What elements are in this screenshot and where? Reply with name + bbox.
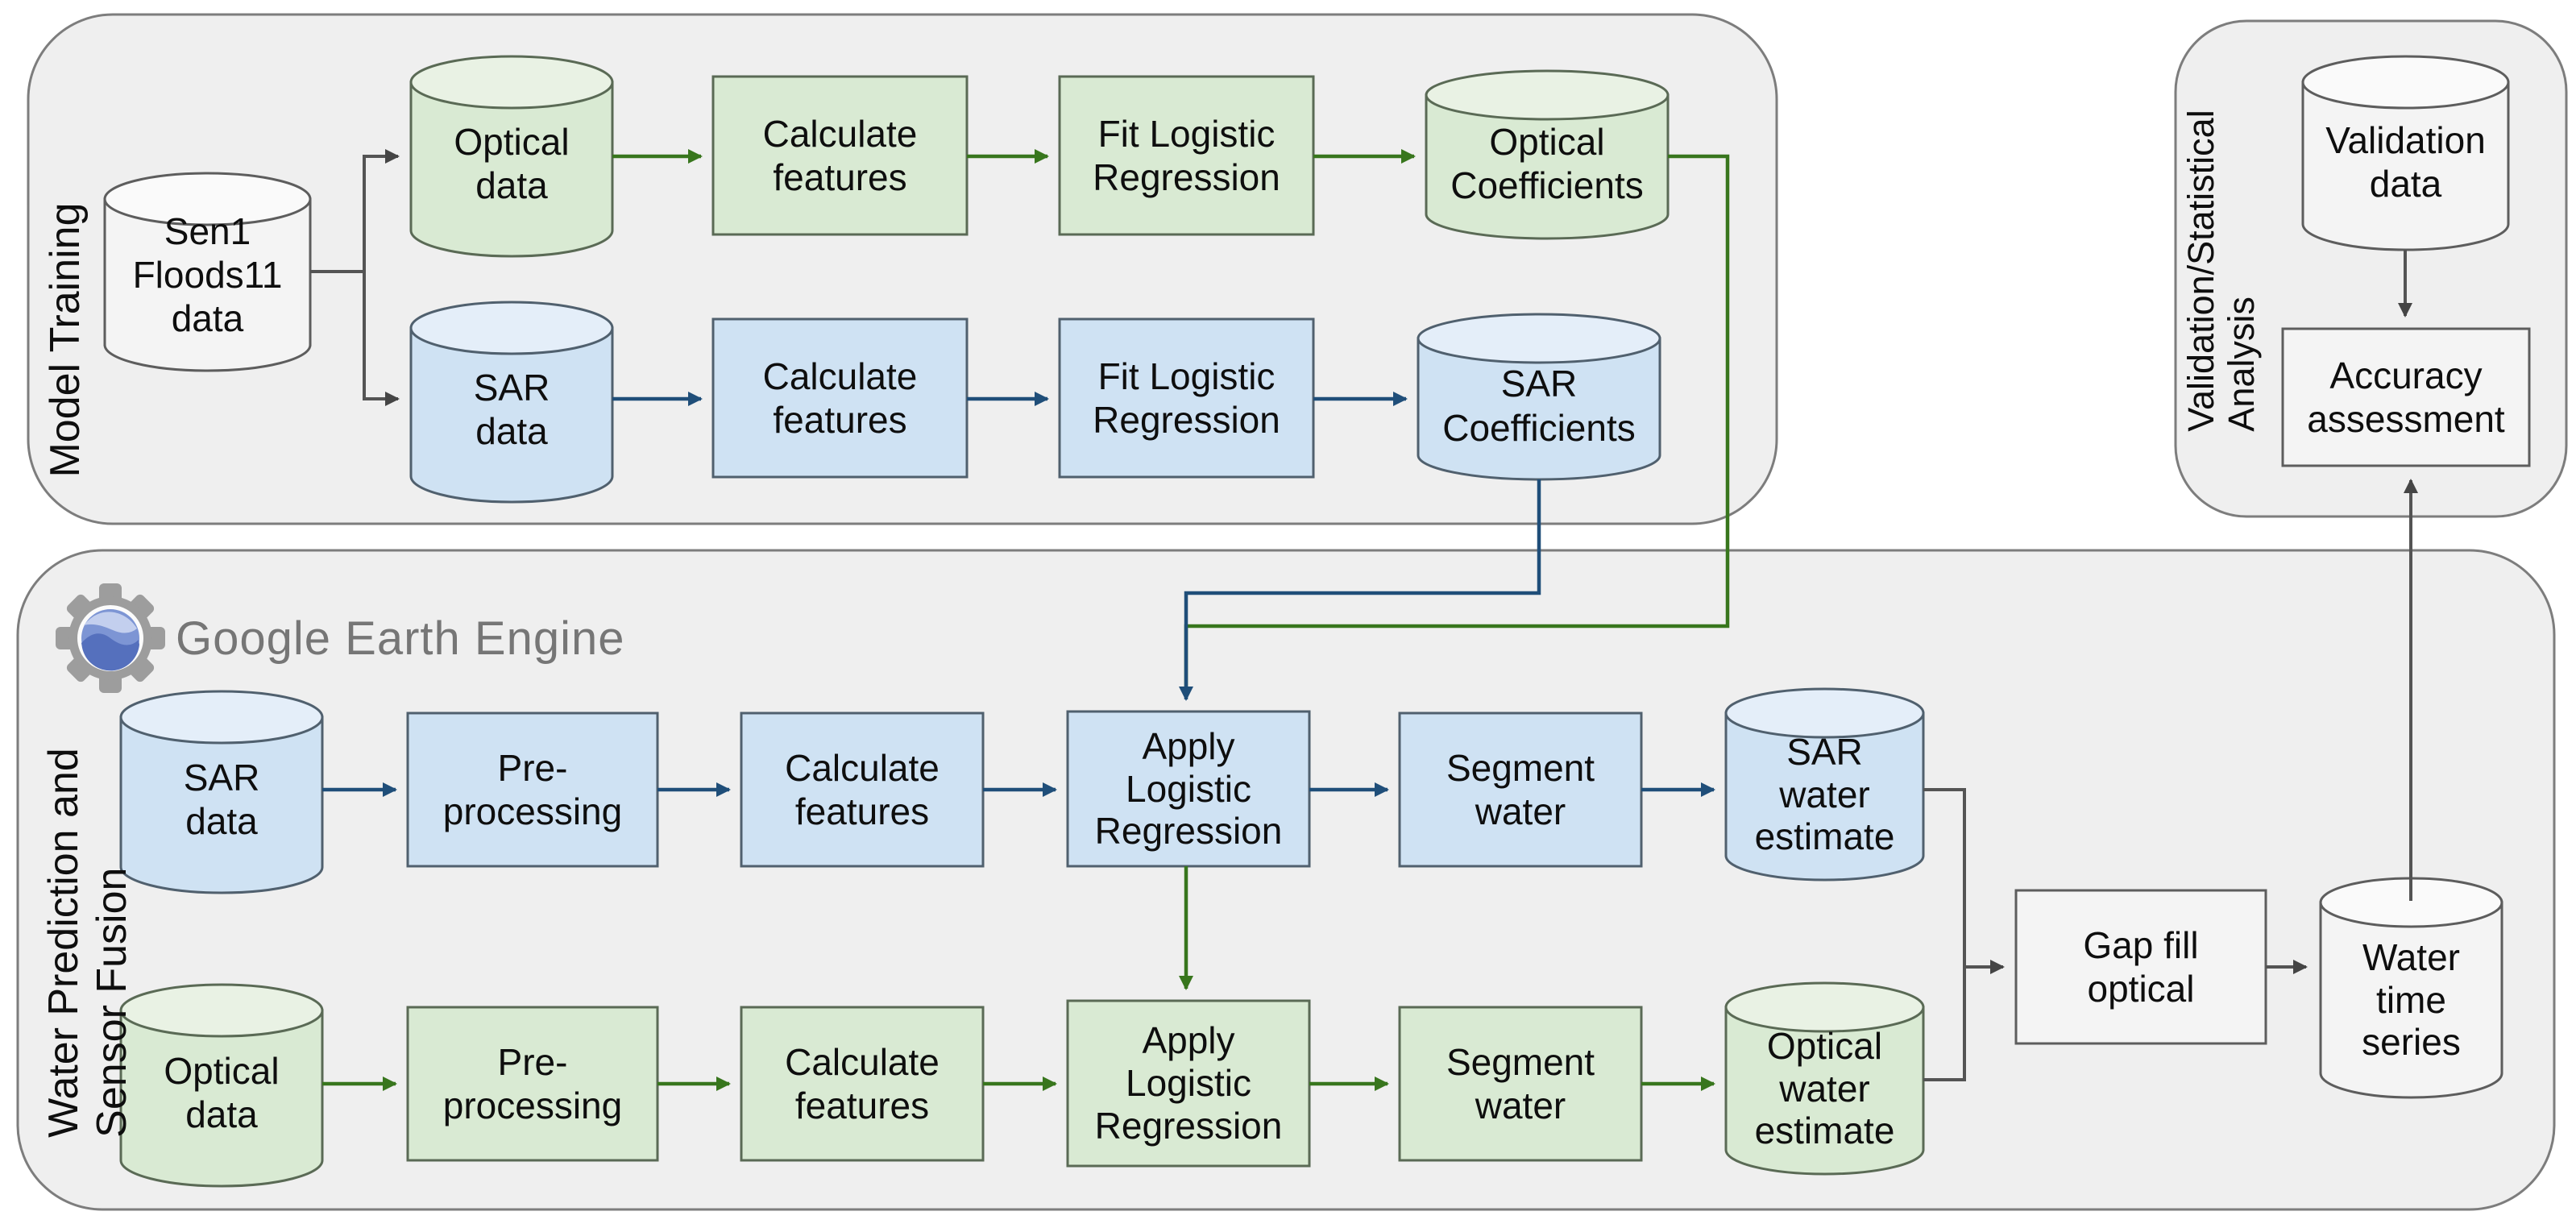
optical-data-wp-cylinder xyxy=(119,983,324,1188)
fit-lr-opt-label: Fit Logistic Regression xyxy=(1093,112,1280,198)
sen1-floods11-label: Sen1 Floods11 data xyxy=(132,210,283,340)
optical-water-estimate-label: Optical water estimate xyxy=(1754,1024,1895,1152)
google-earth-engine-wordmark: Google Earth Engine xyxy=(176,612,625,665)
optical-data-mt-label: Optical data xyxy=(454,120,570,206)
calc-features-sar-wp-label: Calculate features xyxy=(785,746,940,832)
accuracy-assessment-box xyxy=(2281,327,2531,467)
validation-data-label: Validation data xyxy=(2325,118,2486,205)
optical-coefficients-cylinder xyxy=(1425,69,1670,240)
sar-data-wp-cylinder xyxy=(119,690,324,894)
calc-features-sar-wp-box xyxy=(740,711,985,868)
line-sarwaterest-merge xyxy=(1923,788,1966,967)
gap-fill-optical-box xyxy=(2014,889,2267,1045)
line-opticalwaterest-merge xyxy=(1923,967,1966,1081)
preprocessing-sar-box xyxy=(406,711,659,868)
calc-features-opt-mt-box xyxy=(711,75,969,236)
fit-lr-sar-label: Fit Logistic Regression xyxy=(1093,355,1280,441)
fit-lr-sar-box xyxy=(1058,317,1315,479)
apply-lr-sar-label: Apply Logistic Regression xyxy=(1094,724,1283,853)
arrow-sen1-sardata xyxy=(363,272,400,406)
preprocessing-opt-box xyxy=(406,1006,659,1162)
optical-water-estimate-cylinder xyxy=(1724,981,1925,1176)
calc-features-opt-mt-label: Calculate features xyxy=(762,112,918,198)
calc-features-opt-wp-label: Calculate features xyxy=(785,1040,940,1126)
calc-features-sar-mt-label: Calculate features xyxy=(762,355,918,441)
apply-lr-opt-box xyxy=(1066,999,1311,1168)
validation-section-label: Validation/Statistical Analysis xyxy=(2180,110,2262,432)
gap-fill-optical-label: Gap fill optical xyxy=(2083,923,2199,1010)
sar-data-mt-cylinder xyxy=(409,301,614,504)
apply-lr-opt-label: Apply Logistic Regression xyxy=(1094,1019,1283,1147)
preprocessing-sar-label: Pre- processing xyxy=(442,746,623,832)
arrow-sarcoeff-applylr xyxy=(1179,479,1541,701)
accuracy-assessment-label: Accuracy assessment xyxy=(2307,354,2505,440)
segment-water-opt-box xyxy=(1398,1006,1643,1162)
apply-lr-sar-box xyxy=(1066,710,1311,868)
arrow-sen1-opticaldata xyxy=(310,156,398,273)
sen1-floods11-cylinder xyxy=(103,172,312,372)
sar-data-wp-label: SAR data xyxy=(183,756,260,842)
globe-icon xyxy=(81,609,139,671)
preprocessing-opt-label: Pre- processing xyxy=(442,1040,623,1126)
water-time-series-label: Water time series xyxy=(2362,936,2461,1064)
segment-water-opt-label: Segment water xyxy=(1446,1040,1595,1126)
segment-water-sar-box xyxy=(1398,711,1643,868)
sar-data-mt-label: SAR data xyxy=(473,366,550,452)
optical-data-wp-label: Optical data xyxy=(164,1049,280,1135)
optical-data-mt-cylinder xyxy=(409,55,614,258)
sar-water-estimate-label: SAR water estimate xyxy=(1754,730,1895,858)
validation-data-cylinder xyxy=(2301,55,2510,251)
optical-coefficients-label: Optical Coefficients xyxy=(1450,120,1644,206)
segment-water-sar-label: Segment water xyxy=(1446,746,1595,832)
sar-water-estimate-cylinder xyxy=(1724,687,1925,882)
google-earth-engine-gear-icon xyxy=(56,583,165,693)
model-training-label: Model Training xyxy=(42,202,89,478)
water-time-series-cylinder xyxy=(2319,877,2503,1099)
sar-coefficients-cylinder xyxy=(1417,313,1661,481)
sar-coefficients-label: SAR Coefficients xyxy=(1442,363,1636,449)
